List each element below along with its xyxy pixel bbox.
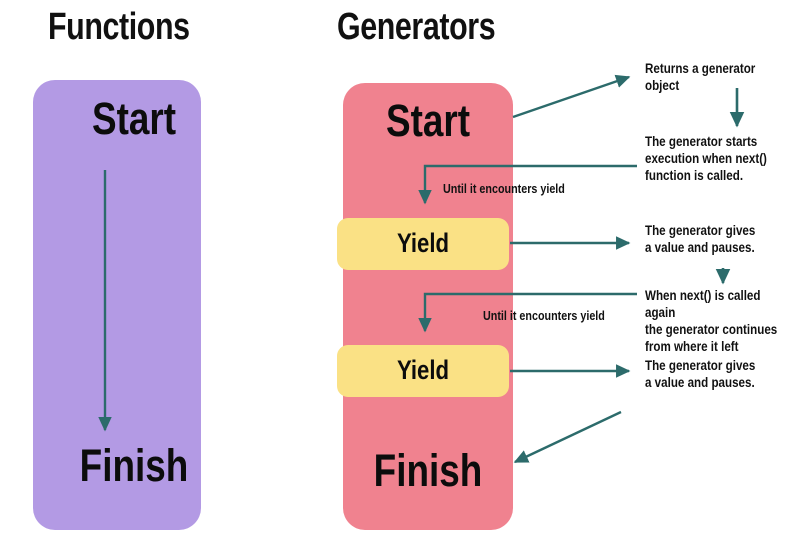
functions-finish-label: Finish: [79, 440, 189, 491]
functions-start-label: Start: [91, 93, 177, 144]
functions-flow-box: [33, 80, 201, 530]
until-encounters-yield-label-first: Until it encounters yield: [443, 182, 565, 196]
arrow-start-to-returns-generator-object: [512, 74, 631, 119]
column-title-generators: Generators: [337, 6, 496, 48]
arrow-back-to-finish: [513, 410, 622, 464]
generators-yield-label-first: Yield: [396, 228, 450, 258]
annotation-returns-generator-object: Returns a generator object: [645, 61, 756, 93]
until-encounters-yield-label-second: Until it encounters yield: [483, 309, 605, 323]
annotation-generator-gives-value-second: The generator gives a value and pauses.: [645, 358, 756, 390]
column-title-functions: Functions: [48, 6, 190, 48]
annotation-generator-starts-execution: The generator starts execution when next…: [645, 134, 767, 183]
annotation-next-called-again: When next() is called again the generato…: [645, 288, 778, 354]
yield-box-second: [337, 345, 509, 397]
generators-start-label: Start: [385, 95, 471, 146]
annotation-generator-gives-value-first: The generator gives a value and pauses.: [645, 223, 756, 255]
generators-yield-label-second: Yield: [396, 355, 450, 385]
generators-finish-label: Finish: [373, 445, 483, 496]
yield-box-first: [337, 218, 509, 270]
